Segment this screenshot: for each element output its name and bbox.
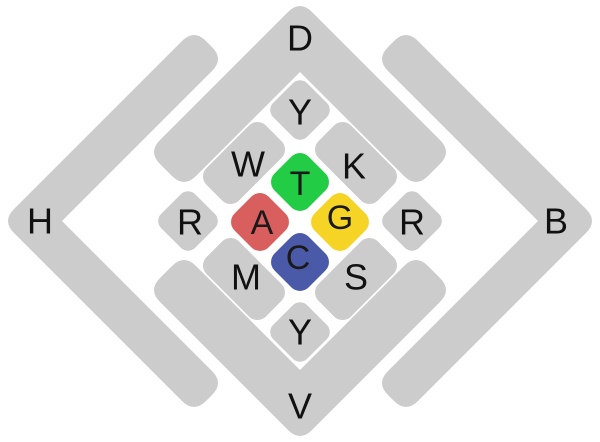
core-bases	[231, 153, 369, 291]
ring2-lower-right-tile	[315, 238, 397, 320]
label-ring2-lower-right: S	[344, 257, 368, 298]
ring2-top-tile	[270, 80, 330, 140]
ring2-lower-left-tile	[203, 238, 285, 320]
outer-ring	[8, 6, 592, 436]
label-ring2-upper-right: K	[342, 146, 366, 187]
label-base-T: T	[290, 165, 311, 203]
outer-shape-bottom	[154, 260, 446, 436]
labels: D V H B Y Y R R W K M S T A G C	[27, 18, 568, 427]
label-ring2-upper-left: W	[231, 144, 265, 185]
label-ring2-left: R	[177, 202, 203, 243]
label-ring2-bottom: Y	[288, 312, 312, 353]
outer-shape-left	[8, 35, 218, 407]
label-outer-bottom: V	[288, 386, 312, 427]
ring2-right-tile	[382, 191, 442, 251]
base-tile-A	[231, 193, 289, 251]
second-ring	[158, 80, 442, 362]
base-tile-G	[311, 193, 369, 251]
outer-shape-top	[154, 6, 446, 182]
label-base-C: C	[286, 239, 311, 277]
label-ring2-lower-left: M	[231, 257, 261, 298]
label-base-A: A	[251, 204, 274, 242]
label-base-G: G	[327, 199, 353, 237]
base-tile-T	[271, 153, 329, 211]
label-outer-right: B	[544, 201, 568, 242]
ring2-upper-right-tile	[315, 122, 397, 204]
label-ring2-top: Y	[288, 92, 312, 133]
base-tile-C	[271, 233, 329, 291]
ring2-bottom-tile	[270, 302, 330, 362]
label-ring2-right: R	[399, 202, 425, 243]
ring2-left-tile	[158, 191, 218, 251]
label-outer-left: H	[27, 201, 53, 242]
outer-shape-right	[382, 35, 592, 407]
ring2-upper-left-tile	[203, 122, 285, 204]
label-outer-top: D	[287, 18, 313, 59]
